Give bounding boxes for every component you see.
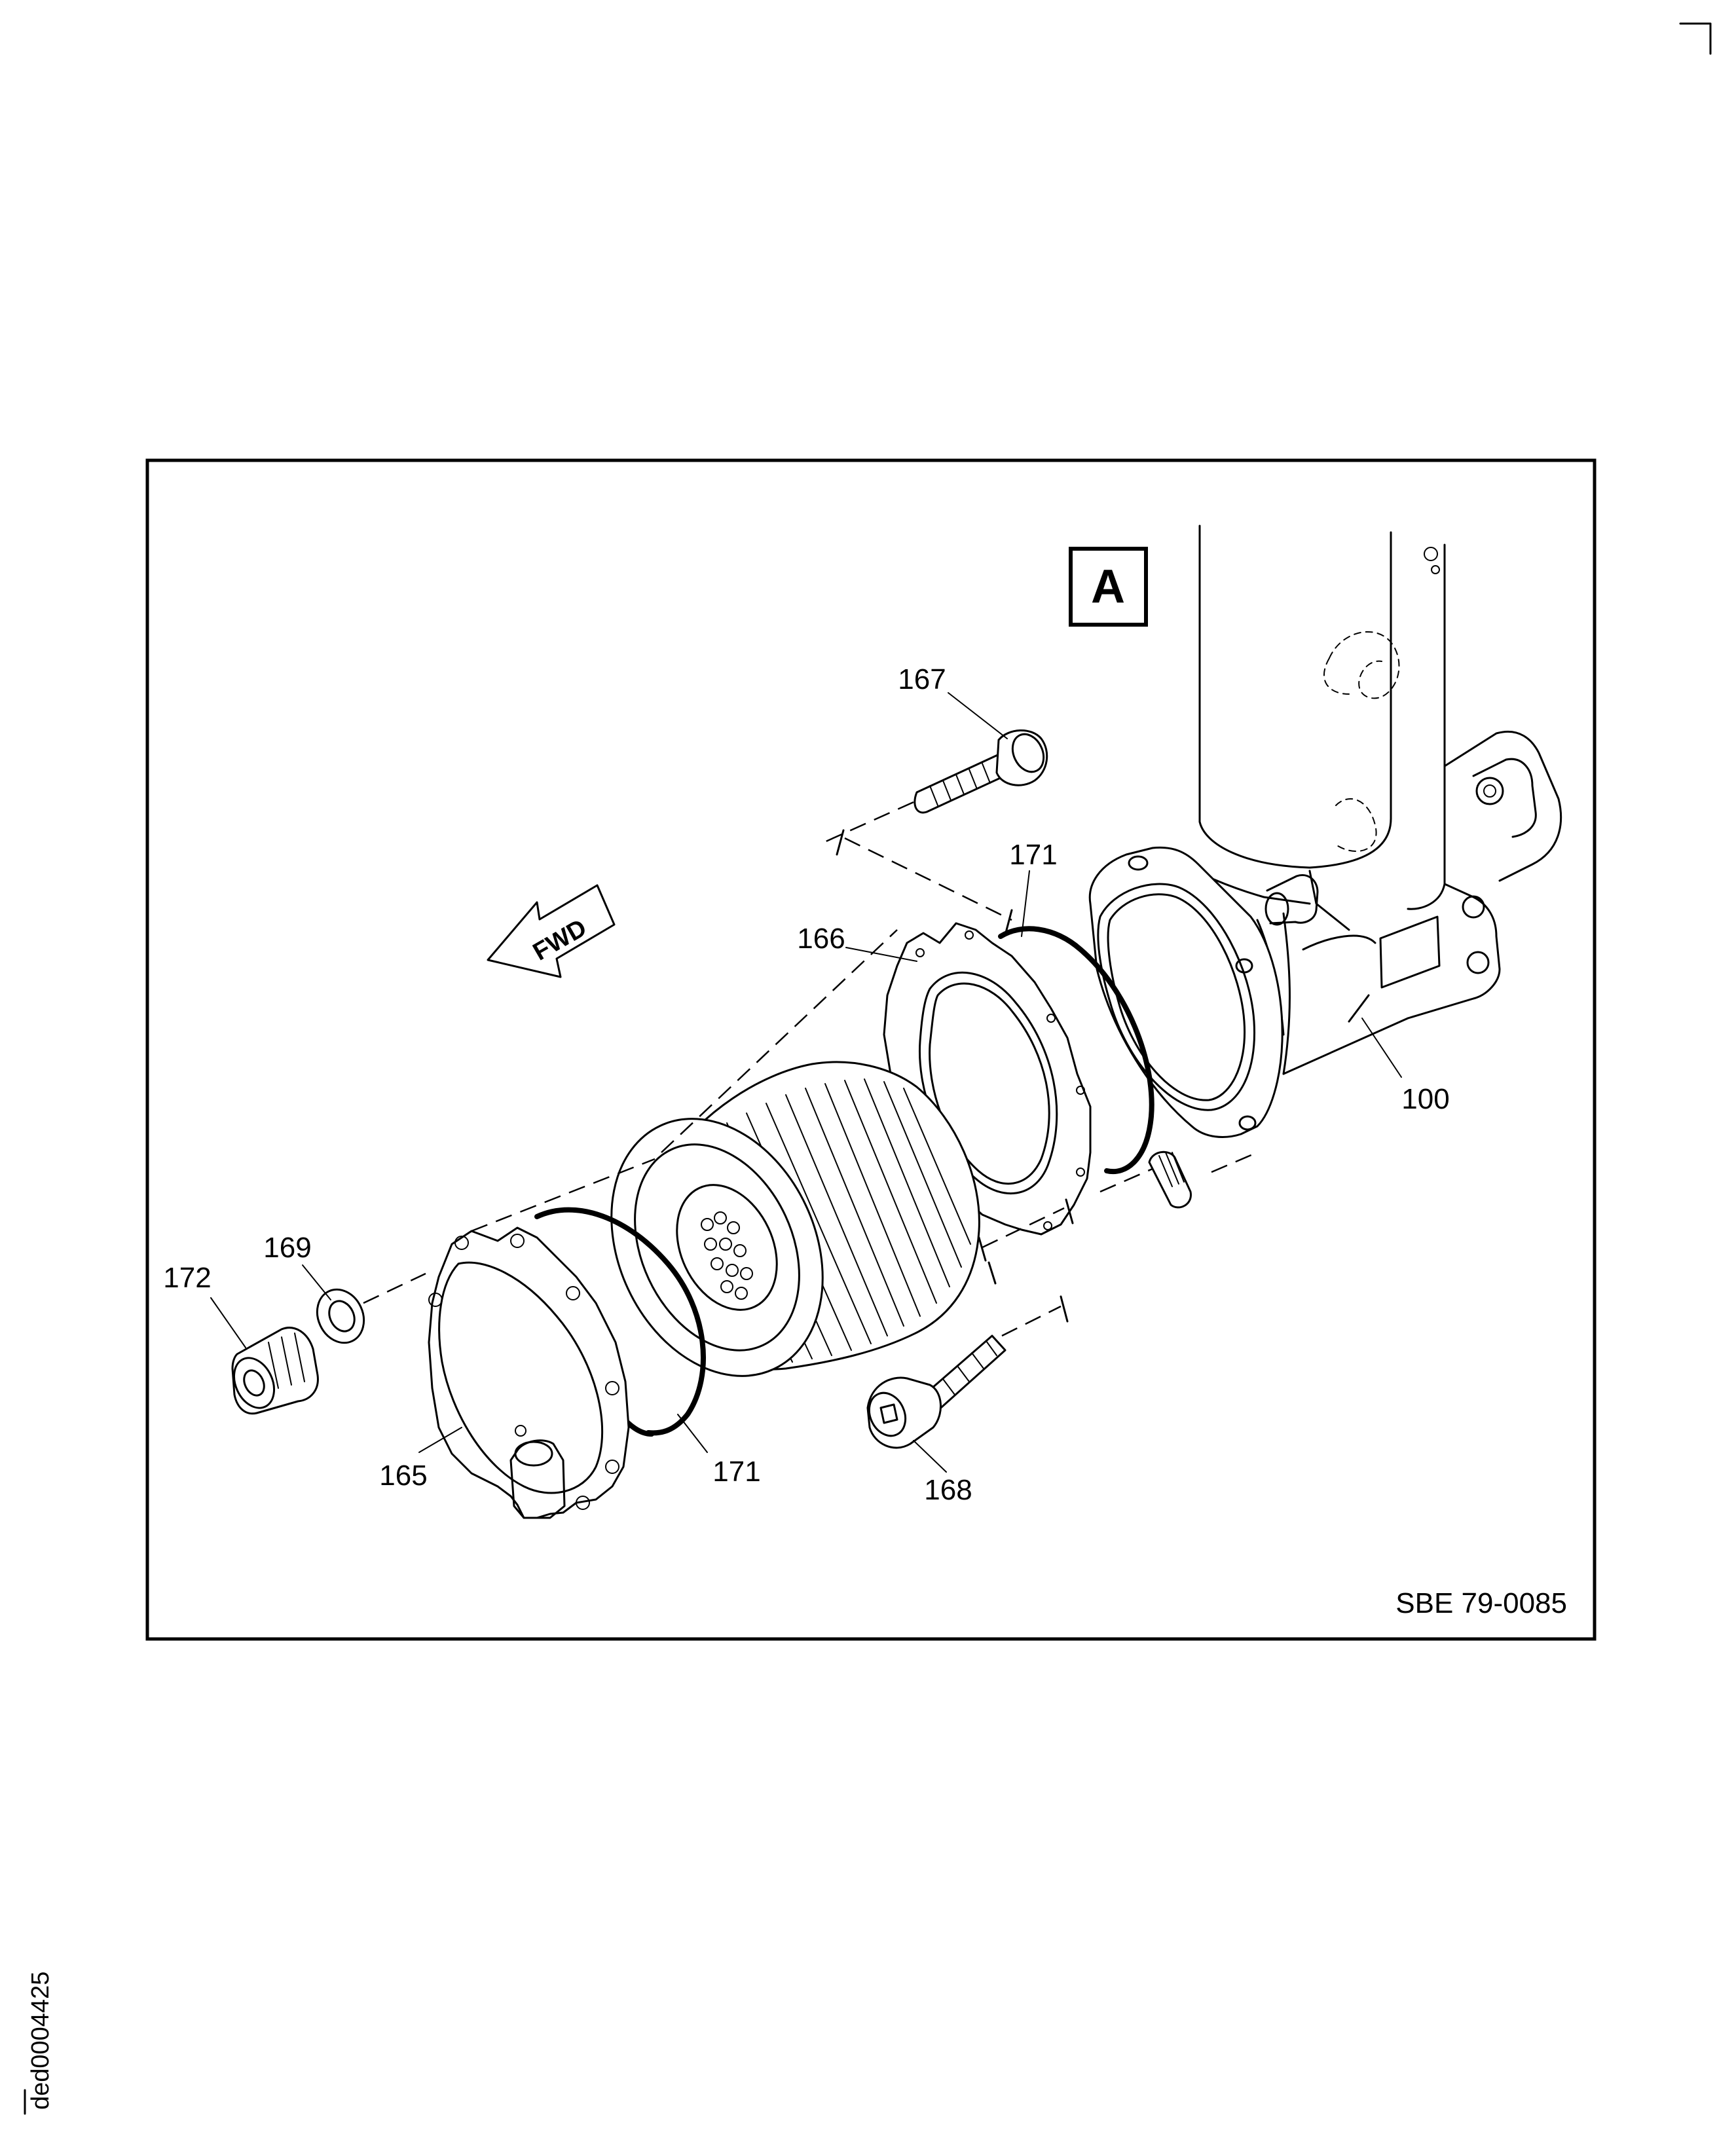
leader-166 bbox=[845, 947, 917, 962]
callout-172: 172 bbox=[163, 1262, 211, 1294]
document-id: ded0004425 bbox=[27, 1972, 54, 2110]
callout-165: 165 bbox=[379, 1460, 427, 1492]
o-ring-171-upper bbox=[998, 926, 1154, 1175]
centerline-lower bbox=[982, 1168, 1153, 1249]
crop-mark-top-right bbox=[1679, 22, 1712, 55]
bolt-167 bbox=[914, 729, 1048, 814]
callout-166: 166 bbox=[797, 923, 845, 955]
bolt-168 bbox=[866, 1334, 1007, 1449]
leader-171-bottom bbox=[677, 1414, 708, 1453]
view-label-box: A bbox=[1069, 547, 1148, 627]
spring bbox=[1148, 1150, 1192, 1209]
callout-100: 100 bbox=[1401, 1083, 1449, 1115]
leader-172 bbox=[210, 1297, 246, 1348]
leader-167 bbox=[948, 692, 1008, 739]
leader-169 bbox=[302, 1264, 331, 1300]
view-label: A bbox=[1091, 561, 1125, 613]
figure-reference: SBE 79-0085 bbox=[1395, 1587, 1567, 1619]
callout-169: 169 bbox=[263, 1232, 311, 1264]
centerline-bolt168 bbox=[1001, 1305, 1062, 1337]
filter-element bbox=[610, 1061, 980, 1377]
washer-169 bbox=[316, 1288, 365, 1344]
centerline-washer bbox=[363, 1272, 426, 1304]
leader-100 bbox=[1361, 1018, 1402, 1078]
callout-168: 168 bbox=[924, 1474, 972, 1506]
centerline-upper bbox=[844, 837, 1012, 921]
callout-171-bottom: 171 bbox=[712, 1456, 760, 1488]
callout-167: 167 bbox=[898, 663, 946, 695]
figure-frame bbox=[145, 458, 1597, 1641]
leader-168 bbox=[913, 1440, 947, 1473]
housing-100 bbox=[1088, 524, 1562, 1138]
document-id-block: ded0004425 bbox=[24, 1972, 54, 2115]
centerline-cover-top bbox=[471, 929, 898, 1232]
plug-172 bbox=[231, 1327, 319, 1415]
centerline-ticks bbox=[836, 829, 1074, 1323]
callout-171-top: 171 bbox=[1009, 839, 1057, 871]
o-ring-171-lower bbox=[534, 1207, 706, 1436]
leader-165 bbox=[418, 1427, 462, 1453]
leader-171-top bbox=[1021, 870, 1030, 937]
centerline-bolt167-axis bbox=[818, 801, 914, 846]
centerline-housing-right bbox=[1211, 1151, 1258, 1173]
fwd-arrow-icon bbox=[487, 884, 616, 978]
cover-165 bbox=[428, 1226, 630, 1519]
fwd-arrow: FWD bbox=[487, 884, 616, 978]
